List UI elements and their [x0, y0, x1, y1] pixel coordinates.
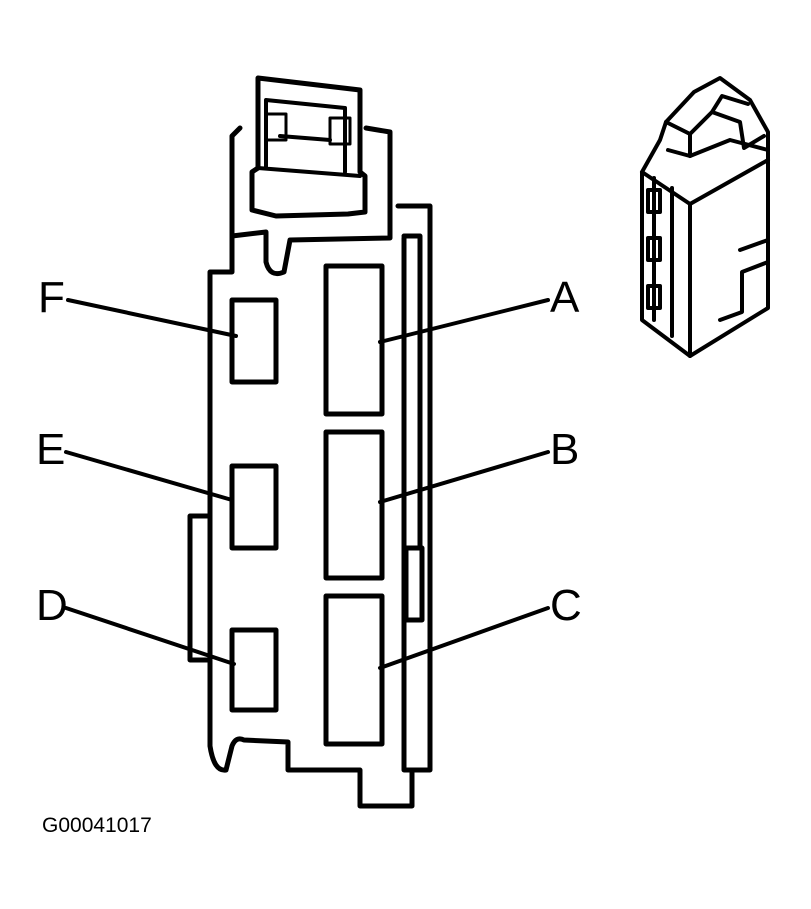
iso-window-2	[646, 236, 662, 262]
cavity-d	[229, 627, 279, 713]
iso-left-face-divider	[652, 176, 674, 338]
housing-upper	[229, 125, 393, 277]
cavity-f	[229, 297, 279, 385]
latch-inner	[256, 98, 362, 178]
figure-id: G00041017	[42, 814, 152, 837]
iso-window-3	[646, 284, 662, 310]
connector-isometric-view	[640, 76, 770, 358]
leader-b	[378, 450, 550, 504]
callout-b: B	[550, 425, 580, 474]
callout-a: A	[550, 273, 580, 322]
leader-a	[378, 298, 550, 344]
cavity-c	[323, 593, 385, 747]
housing-outline	[207, 233, 415, 809]
connector-face	[187, 75, 433, 809]
leader-c	[378, 606, 550, 670]
callout-c: C	[550, 581, 582, 630]
latch-slot-right	[328, 116, 352, 146]
terminal-cavities	[229, 263, 385, 747]
leader-lines	[64, 298, 550, 670]
leader-e	[64, 450, 234, 502]
iso-front-face	[640, 158, 770, 358]
housing-left-rail	[187, 513, 213, 663]
connector-latch	[249, 75, 368, 219]
iso-window-1	[646, 188, 662, 214]
cavity-b	[323, 429, 385, 581]
callout-d: D	[36, 581, 68, 630]
cavity-a	[323, 263, 385, 417]
callout-f: F	[38, 273, 65, 322]
iso-body-outline	[640, 76, 770, 358]
iso-side-notch	[718, 238, 770, 322]
callout-e: E	[36, 425, 66, 474]
leader-f	[66, 298, 238, 338]
side-latch	[403, 545, 425, 623]
latch-slot-left	[264, 112, 288, 142]
leader-d	[64, 606, 236, 666]
iso-top-ridge	[688, 138, 770, 158]
cavity-e	[229, 463, 279, 551]
